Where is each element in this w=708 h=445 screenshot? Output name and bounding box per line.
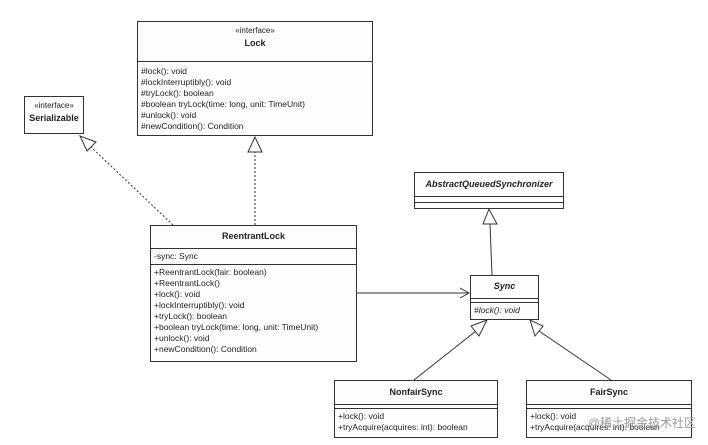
fairsync-class-box: FairSync +lock(): void +tryAcquire(acqui… <box>526 380 692 438</box>
lock-method: #lockInterruptibly(): void <box>141 77 232 87</box>
reentrantlock-class-name: ReentrantLock <box>221 231 285 241</box>
nonfairsync-method: +lock(): void <box>338 411 385 421</box>
reentrantlock-method: +unlock(): void <box>154 333 210 343</box>
sync-header: Sync <box>471 276 538 298</box>
aqs-fields-compartment <box>415 196 563 202</box>
aqs-header: AbstractQueuedSynchronizer <box>415 173 563 196</box>
hollow-arrowhead-sync-right <box>529 319 544 338</box>
lock-method: #lock(): void <box>141 66 187 76</box>
nonfairsync-methods: +lock(): void +tryAcquire(acquires: int)… <box>335 408 497 435</box>
nonfairsync-class-name: NonfairSync <box>389 387 443 397</box>
reentrantlock-method: +newCondition(): Condition <box>154 344 257 354</box>
nonfairsync-method: +tryAcquire(acquires: int): boolean <box>338 422 468 432</box>
reentrantlock-method: +lockInterruptibly(): void <box>154 300 245 310</box>
generalization-fairsync-to-sync <box>538 330 612 381</box>
realization-reentrantlock-to-serializable <box>90 146 174 226</box>
sync-fields-compartment <box>471 298 538 302</box>
serializable-class-name: Serializable <box>29 113 79 123</box>
fairsync-header: FairSync <box>527 381 691 404</box>
serializable-interface-box: «interface» Serializable <box>24 96 84 134</box>
lock-header: «interface» Lock <box>138 22 372 61</box>
fairsync-method: +tryAcquire(acquires: int): boolean <box>530 422 660 432</box>
sync-method: #lock(): void <box>474 305 520 315</box>
watermark: @稀土掘金技术社区 <box>587 416 696 430</box>
lock-method: #tryLock(): boolean <box>141 88 214 98</box>
generalization-sync-to-aqs <box>489 223 493 276</box>
sync-class-name: Sync <box>493 281 516 291</box>
hollow-arrowhead-aqs <box>482 207 498 225</box>
reentrantlock-header: ReentrantLock <box>151 226 356 248</box>
lock-class-name: Lock <box>244 38 266 48</box>
lock-stereotype: «interface» <box>235 26 275 35</box>
nonfairsync-header: NonfairSync <box>335 381 497 404</box>
lock-methods: #lock(): void #lockInterruptibly(): void… <box>138 61 372 134</box>
hollow-arrowhead-sync-left <box>470 319 489 337</box>
reentrantlock-method: +boolean tryLock(time: long, unit: TimeU… <box>154 322 319 332</box>
nonfairsync-fields-compartment <box>335 404 497 408</box>
reentrantlock-methods: +ReentrantLock(fair: boolean) +Reentrant… <box>151 264 356 357</box>
lock-method: #boolean tryLock(time: long, unit: TimeU… <box>141 99 305 109</box>
reentrantlock-field: -sync: Sync <box>154 251 198 261</box>
hollow-arrowhead-lock <box>247 135 263 153</box>
reentrantlock-method: +lock(): void <box>154 289 201 299</box>
lock-method: #newCondition(): Condition <box>141 121 244 131</box>
lock-method: #unlock(): void <box>141 110 197 120</box>
nonfairsync-class-box: NonfairSync +lock(): void +tryAcquire(ac… <box>334 380 498 438</box>
serializable-stereotype: «interface» <box>34 101 74 110</box>
reentrantlock-class-box: ReentrantLock -sync: Sync +ReentrantLock… <box>150 225 357 362</box>
aqs-class-box: AbstractQueuedSynchronizer <box>414 172 564 209</box>
sync-methods: #lock(): void <box>471 302 538 318</box>
fairsync-class-name: FairSync <box>589 387 629 397</box>
reentrantlock-method: +tryLock(): boolean <box>154 311 227 321</box>
aqs-class-name: AbstractQueuedSynchronizer <box>425 179 553 189</box>
fairsync-methods: +lock(): void +tryAcquire(acquires: int)… <box>527 408 691 435</box>
open-arrowhead-sync <box>459 287 471 299</box>
aqs-methods-compartment <box>415 202 563 208</box>
reentrantlock-method: +ReentrantLock(fair: boolean) <box>154 267 267 277</box>
fairsync-fields-compartment <box>527 404 691 408</box>
serializable-header: «interface» Serializable <box>25 97 83 124</box>
hollow-arrowhead-serializable <box>79 135 97 152</box>
reentrantlock-fields: -sync: Sync <box>151 248 356 264</box>
sync-class-box: Sync #lock(): void <box>470 275 539 320</box>
reentrantlock-method: +ReentrantLock() <box>154 278 220 288</box>
lock-interface-box: «interface» Lock #lock(): void #lockInte… <box>137 21 373 136</box>
generalization-nonfairsync-to-sync <box>413 330 477 381</box>
fairsync-method: +lock(): void <box>530 411 577 421</box>
